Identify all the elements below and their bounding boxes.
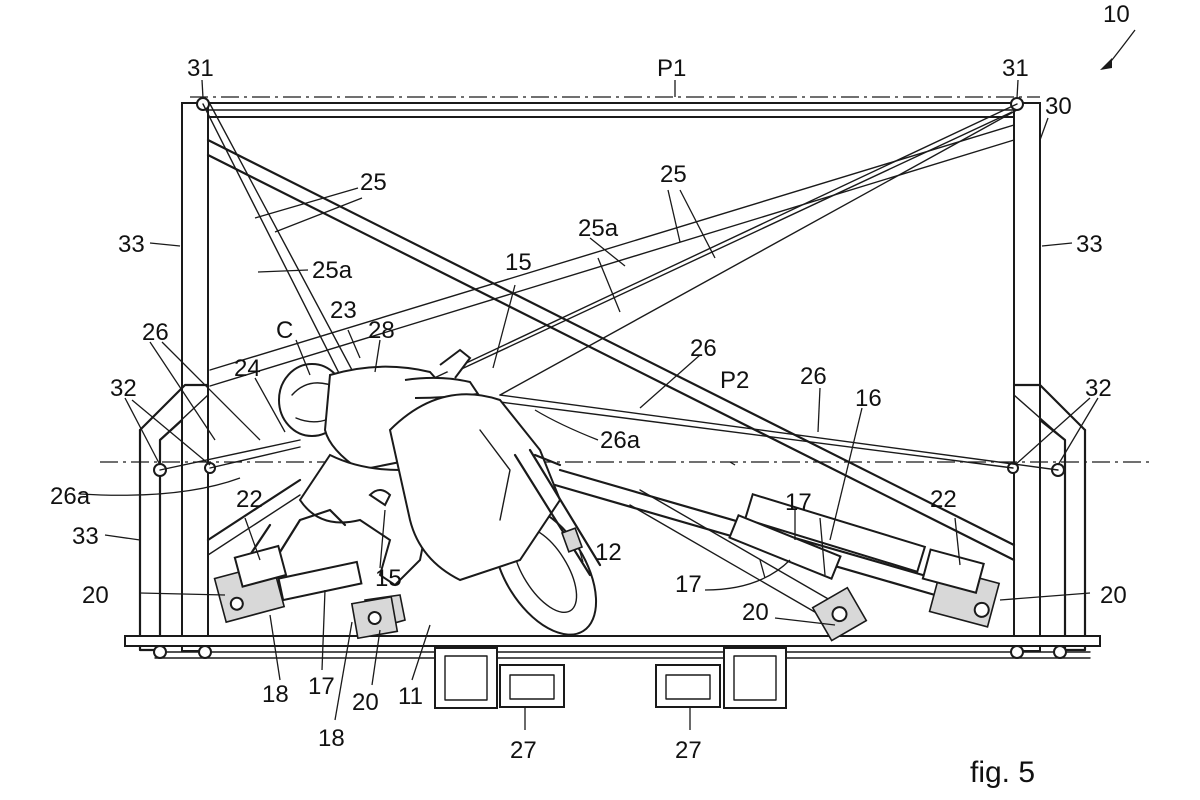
label-22-right: 22 bbox=[930, 486, 957, 513]
label-31-left: 31 bbox=[187, 55, 214, 82]
fairing bbox=[388, 393, 562, 582]
cables-25 bbox=[202, 103, 1018, 396]
frame-structure bbox=[124, 102, 1101, 659]
arrow-10 bbox=[1107, 29, 1136, 66]
label-30: 30 bbox=[1045, 93, 1072, 120]
motorcycle bbox=[388, 348, 602, 636]
control-boxes bbox=[434, 647, 787, 709]
label-23: 23 bbox=[330, 297, 357, 324]
label-26a-right: 26a bbox=[600, 427, 641, 454]
label-17-right-top: 17 bbox=[785, 489, 812, 516]
label-20-left: 20 bbox=[82, 582, 109, 609]
label-15-bottom: 15 bbox=[375, 565, 402, 592]
label-18-bottom: 18 bbox=[318, 725, 345, 752]
actuators-right bbox=[553, 468, 942, 616]
label-16: 16 bbox=[855, 385, 882, 412]
label-22-left: 22 bbox=[236, 486, 263, 513]
label-11: 11 bbox=[398, 683, 423, 710]
label-32-left: 32 bbox=[110, 375, 137, 402]
actuators-left bbox=[238, 508, 363, 602]
label-p1: P1 bbox=[657, 55, 686, 82]
label-p2: P2 bbox=[720, 367, 749, 394]
label-20-right: 20 bbox=[1100, 582, 1127, 609]
label-12: 12 bbox=[595, 539, 622, 566]
right-bracket bbox=[1038, 418, 1087, 652]
label-27-right: 27 bbox=[675, 737, 702, 764]
label-26-center: 26 bbox=[690, 335, 717, 362]
reference-labels: 10 30 31 31 P1 P2 33 33 33 25 25 25a 25a… bbox=[50, 1, 1130, 789]
label-25a-right: 25a bbox=[578, 215, 619, 242]
label-25-right: 25 bbox=[660, 161, 687, 188]
cables-26 bbox=[159, 394, 1059, 471]
label-15-top: 15 bbox=[505, 249, 532, 276]
leader-lines bbox=[79, 79, 1099, 730]
handlebar bbox=[439, 348, 472, 379]
label-25-left: 25 bbox=[360, 169, 387, 196]
label-26-left: 26 bbox=[142, 319, 169, 346]
figure-caption: fig. 5 bbox=[970, 756, 1035, 789]
label-20-center-left: 20 bbox=[352, 689, 379, 716]
label-24: 24 bbox=[234, 355, 261, 382]
motor-units bbox=[213, 544, 1001, 642]
label-26-right: 26 bbox=[800, 363, 827, 390]
label-10: 10 bbox=[1103, 1, 1130, 28]
label-17-left: 17 bbox=[308, 673, 335, 700]
cross-braces bbox=[206, 124, 1016, 562]
label-33-right: 33 bbox=[1076, 231, 1103, 258]
label-33-left: 33 bbox=[118, 231, 145, 258]
left-bracket bbox=[138, 418, 184, 652]
label-31-right: 31 bbox=[1002, 55, 1029, 82]
label-17-right-bottom: 17 bbox=[675, 571, 702, 598]
label-27-left: 27 bbox=[510, 737, 537, 764]
label-26a-left: 26a bbox=[50, 483, 91, 510]
label-18-left: 18 bbox=[262, 681, 289, 708]
label-33-lower: 33 bbox=[72, 523, 99, 550]
label-25a-left: 25a bbox=[312, 257, 353, 284]
left-column bbox=[181, 102, 209, 652]
label-32-right: 32 bbox=[1085, 375, 1112, 402]
right-column bbox=[1013, 102, 1041, 652]
label-c: C bbox=[276, 317, 293, 344]
label-28: 28 bbox=[368, 317, 395, 344]
base-plate bbox=[124, 635, 1101, 647]
label-20-center-right: 20 bbox=[742, 599, 769, 626]
